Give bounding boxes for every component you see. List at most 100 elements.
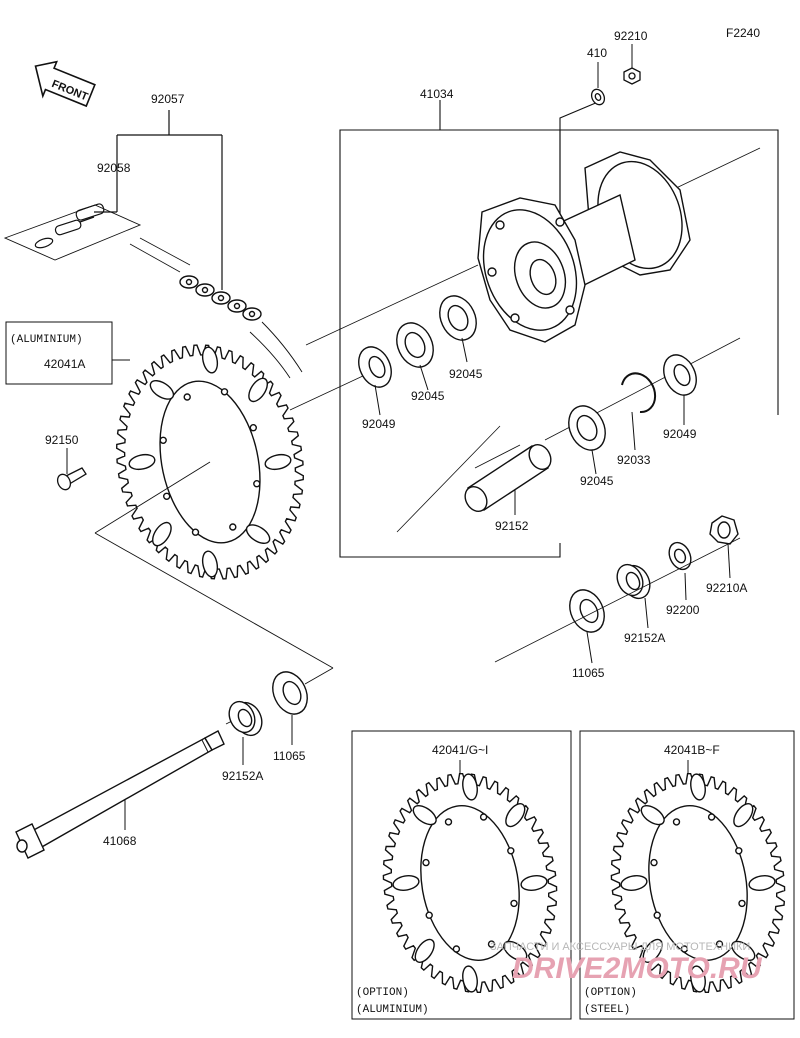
label-92049-right: 92049 bbox=[663, 427, 697, 441]
bearing-92045-3 bbox=[568, 405, 606, 451]
label-92152a-bottom: 92152A bbox=[222, 769, 263, 783]
sprocket-lightening-hole bbox=[690, 773, 706, 801]
label-11065-top: 11065 bbox=[572, 666, 605, 680]
sprocket-bolt-hole bbox=[249, 424, 258, 432]
watermark-caption: ЗАПЧАСТИ И АКСЕССУАРЫ ДЛЯ МОТОТЕХНИКИ bbox=[490, 941, 750, 953]
aluminium-note-box bbox=[5, 321, 130, 385]
front-arrow-icon: FRONT bbox=[34, 60, 96, 108]
washer-410 bbox=[590, 88, 606, 106]
lower-leaders bbox=[124, 715, 293, 830]
sprocket-lightening-hole bbox=[731, 940, 756, 962]
sprocket-lightening-hole bbox=[414, 938, 435, 963]
sprocket-bolt-hole bbox=[650, 858, 658, 867]
seal-92049-left bbox=[358, 346, 392, 388]
seal-92049-right bbox=[663, 354, 697, 396]
label-42041b-f: 42041B~F bbox=[664, 743, 720, 757]
collar-92152a-top bbox=[616, 563, 651, 600]
sprocket-bolt-hole bbox=[452, 945, 461, 953]
label-92057: 92057 bbox=[151, 92, 185, 106]
sprocket-lightening-hole bbox=[642, 938, 663, 963]
watermark-brand: DRIVE2MOTO.RU bbox=[512, 952, 763, 985]
sprocket-lightening-hole bbox=[748, 875, 776, 891]
sprocket-lightening-hole bbox=[201, 550, 219, 578]
label-410: 410 bbox=[587, 46, 607, 60]
note-aluminium: (ALUMINIUM) bbox=[10, 334, 83, 346]
sprocket-bolt-hole bbox=[507, 847, 515, 855]
chain-assembly bbox=[3, 110, 303, 379]
sprocket-bolt-hole bbox=[162, 492, 171, 500]
label-92210: 92210 bbox=[614, 29, 648, 43]
label-92152a-top: 92152A bbox=[624, 631, 665, 645]
sprocket-lightening-hole bbox=[149, 380, 175, 400]
sprocket-bolt-hole bbox=[159, 436, 167, 444]
label-92152: 92152 bbox=[495, 519, 529, 533]
rear-hub bbox=[477, 151, 691, 343]
sprocket-lightening-hole bbox=[412, 804, 437, 826]
label-41068: 41068 bbox=[103, 834, 137, 848]
collar-92152a-bottom bbox=[228, 700, 263, 737]
sprocket-bolt-hole bbox=[487, 940, 496, 948]
label-92058: 92058 bbox=[97, 161, 131, 175]
nut-92210a bbox=[709, 515, 739, 545]
sprocket-bolt-hole bbox=[680, 945, 689, 953]
sprocket-lightening-hole bbox=[248, 377, 268, 403]
sprocket-option-aluminium bbox=[382, 773, 558, 993]
sprocket-lightening-hole bbox=[201, 346, 219, 374]
sprocket-bolt-hole bbox=[444, 818, 453, 826]
bolt-92150 bbox=[56, 467, 87, 491]
sprocket-lightening-hole bbox=[462, 773, 478, 801]
label-92049-left: 92049 bbox=[362, 417, 396, 431]
sprocket-lightening-hole bbox=[503, 940, 528, 962]
label-92045-2: 92045 bbox=[411, 389, 445, 403]
sprocket-lightening-hole bbox=[620, 875, 648, 891]
sprocket-bolt-hole bbox=[738, 899, 746, 908]
seal-11065-top bbox=[569, 589, 605, 633]
bearing-92045-1 bbox=[396, 322, 434, 368]
sprocket-lightening-hole bbox=[128, 453, 156, 471]
sprocket-bolt-hole bbox=[479, 813, 488, 821]
washer-92200 bbox=[668, 541, 692, 571]
leader-lines bbox=[374, 337, 731, 664]
axle-41068 bbox=[15, 730, 225, 859]
sprocket-lightening-hole bbox=[152, 521, 172, 547]
label-42041a: 42041A bbox=[44, 357, 85, 371]
sprocket-lightening-hole bbox=[462, 965, 478, 993]
sprocket-option-steel bbox=[610, 773, 786, 993]
hub-group-frame bbox=[289, 100, 779, 558]
circlip-92033 bbox=[621, 372, 657, 414]
seal-11065-bottom bbox=[272, 671, 308, 715]
sprocket-bolt-hole bbox=[715, 940, 724, 948]
sprocket-lightening-hole bbox=[392, 875, 420, 891]
sprocket-bolt-hole bbox=[735, 847, 743, 855]
sprocket-bolt-hole bbox=[229, 523, 237, 531]
label-11065-bottom: 11065 bbox=[273, 749, 306, 763]
label-92210a: 92210A bbox=[706, 581, 747, 595]
bearing-92045-2 bbox=[439, 295, 477, 341]
sprocket-bolt-hole bbox=[253, 480, 261, 488]
sprocket-bolt-hole bbox=[707, 813, 716, 821]
sprocket-bolt-hole bbox=[510, 899, 518, 908]
label-92200: 92200 bbox=[666, 603, 700, 617]
sprocket-lightening-hole bbox=[520, 875, 548, 891]
label-41034: 41034 bbox=[420, 87, 454, 101]
option-steel-label: (STEEL) bbox=[584, 1004, 630, 1016]
sprocket-bolt-hole bbox=[191, 528, 200, 536]
sprocket-lightening-hole bbox=[505, 803, 526, 828]
diagram-code: F2240 bbox=[726, 26, 760, 40]
collar-92152 bbox=[464, 443, 552, 513]
sprocket-lightening-hole bbox=[690, 965, 706, 993]
sprocket-bolt-hole bbox=[183, 393, 191, 401]
option-label-left: (OPTION) bbox=[356, 987, 409, 999]
sprocket-lightening-hole bbox=[733, 803, 754, 828]
sprocket-bolt-hole bbox=[425, 911, 433, 919]
sprocket-bolt-hole bbox=[220, 388, 229, 396]
hub-nut-92210 bbox=[623, 67, 641, 85]
label-92045-1: 92045 bbox=[449, 367, 483, 381]
sprocket-lightening-hole bbox=[245, 524, 271, 544]
sprocket-bolt-hole bbox=[672, 818, 681, 826]
label-42041-g-i: 42041/G~I bbox=[432, 743, 488, 757]
option-aluminium-label: (ALUMINIUM) bbox=[356, 1004, 429, 1016]
label-92033: 92033 bbox=[617, 453, 651, 467]
